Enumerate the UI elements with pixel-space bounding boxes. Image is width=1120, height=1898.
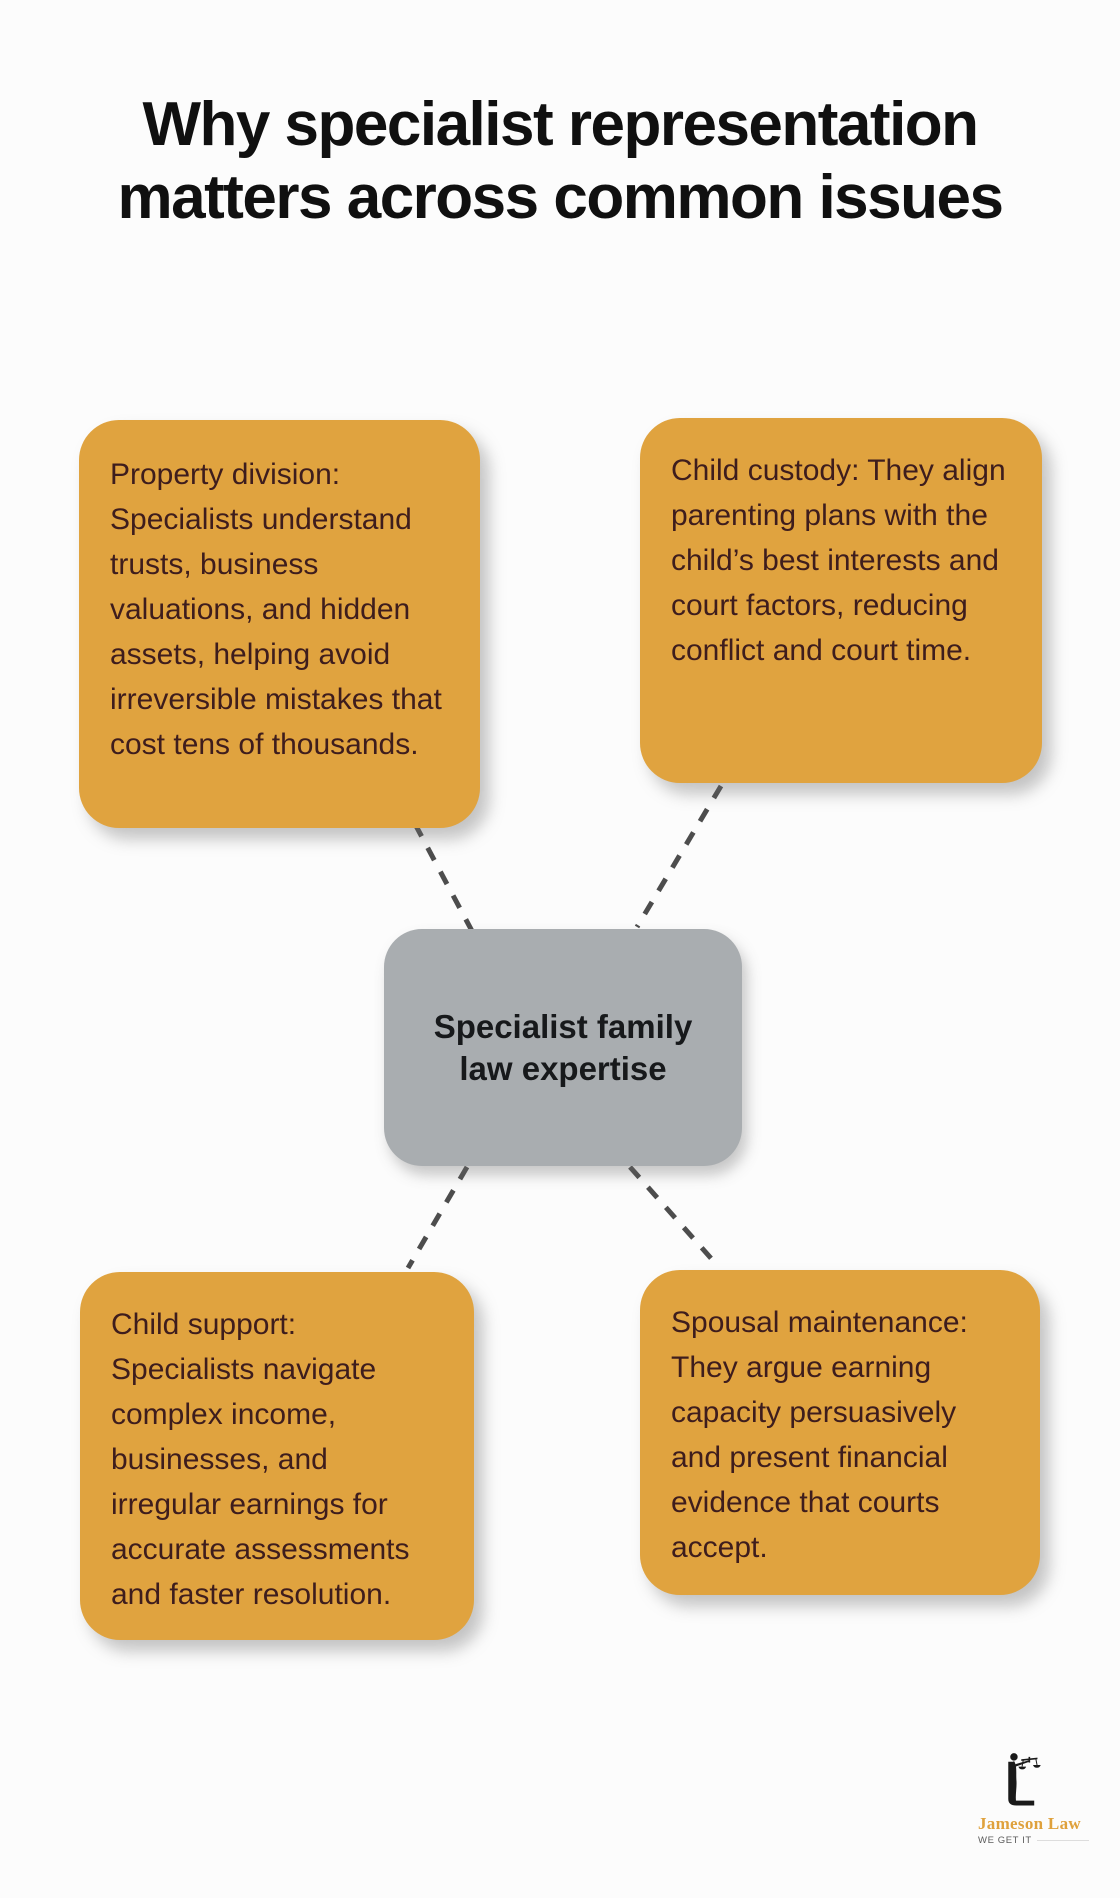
node-child-support: Child support: Specialists navigate comp…: [80, 1272, 474, 1640]
page-title-line2: matters across common issues: [117, 163, 1004, 232]
brand-logo: Jameson Law WE GET IT: [978, 1752, 1098, 1846]
connector-top-left: [412, 822, 475, 933]
node-central-concept-text: Specialist family law expertise: [433, 1007, 693, 1087]
page-title-line1: Why specialist representation: [142, 90, 979, 159]
node-property-division: Property division: Specialists understan…: [79, 420, 480, 828]
connector-top-right: [634, 784, 724, 929]
lady-justice-logo-icon: [1008, 1753, 1041, 1806]
brand-tagline: WE GET IT: [978, 1835, 1032, 1846]
page-title: Why specialist representation matters ac…: [0, 88, 1120, 234]
node-child-custody-text: Child custody: They align parenting plan…: [671, 454, 1006, 667]
tagline-rule: [1036, 1840, 1089, 1841]
connector-bottom-left: [405, 1165, 470, 1270]
node-property-division-text: Property division: Specialists understan…: [110, 458, 442, 761]
brand-name: Jameson Law: [978, 1814, 1081, 1833]
connector-bottom-right: [628, 1165, 719, 1267]
node-central-concept: Specialist family law expertise: [384, 929, 742, 1166]
node-spousal-maintenance: Spousal maintenance: They argue earning …: [640, 1270, 1040, 1595]
node-spousal-maintenance-text: Spousal maintenance: They argue earning …: [671, 1306, 968, 1564]
node-child-support-text: Child support: Specialists navigate comp…: [111, 1308, 410, 1611]
node-child-custody: Child custody: They align parenting plan…: [640, 418, 1042, 783]
